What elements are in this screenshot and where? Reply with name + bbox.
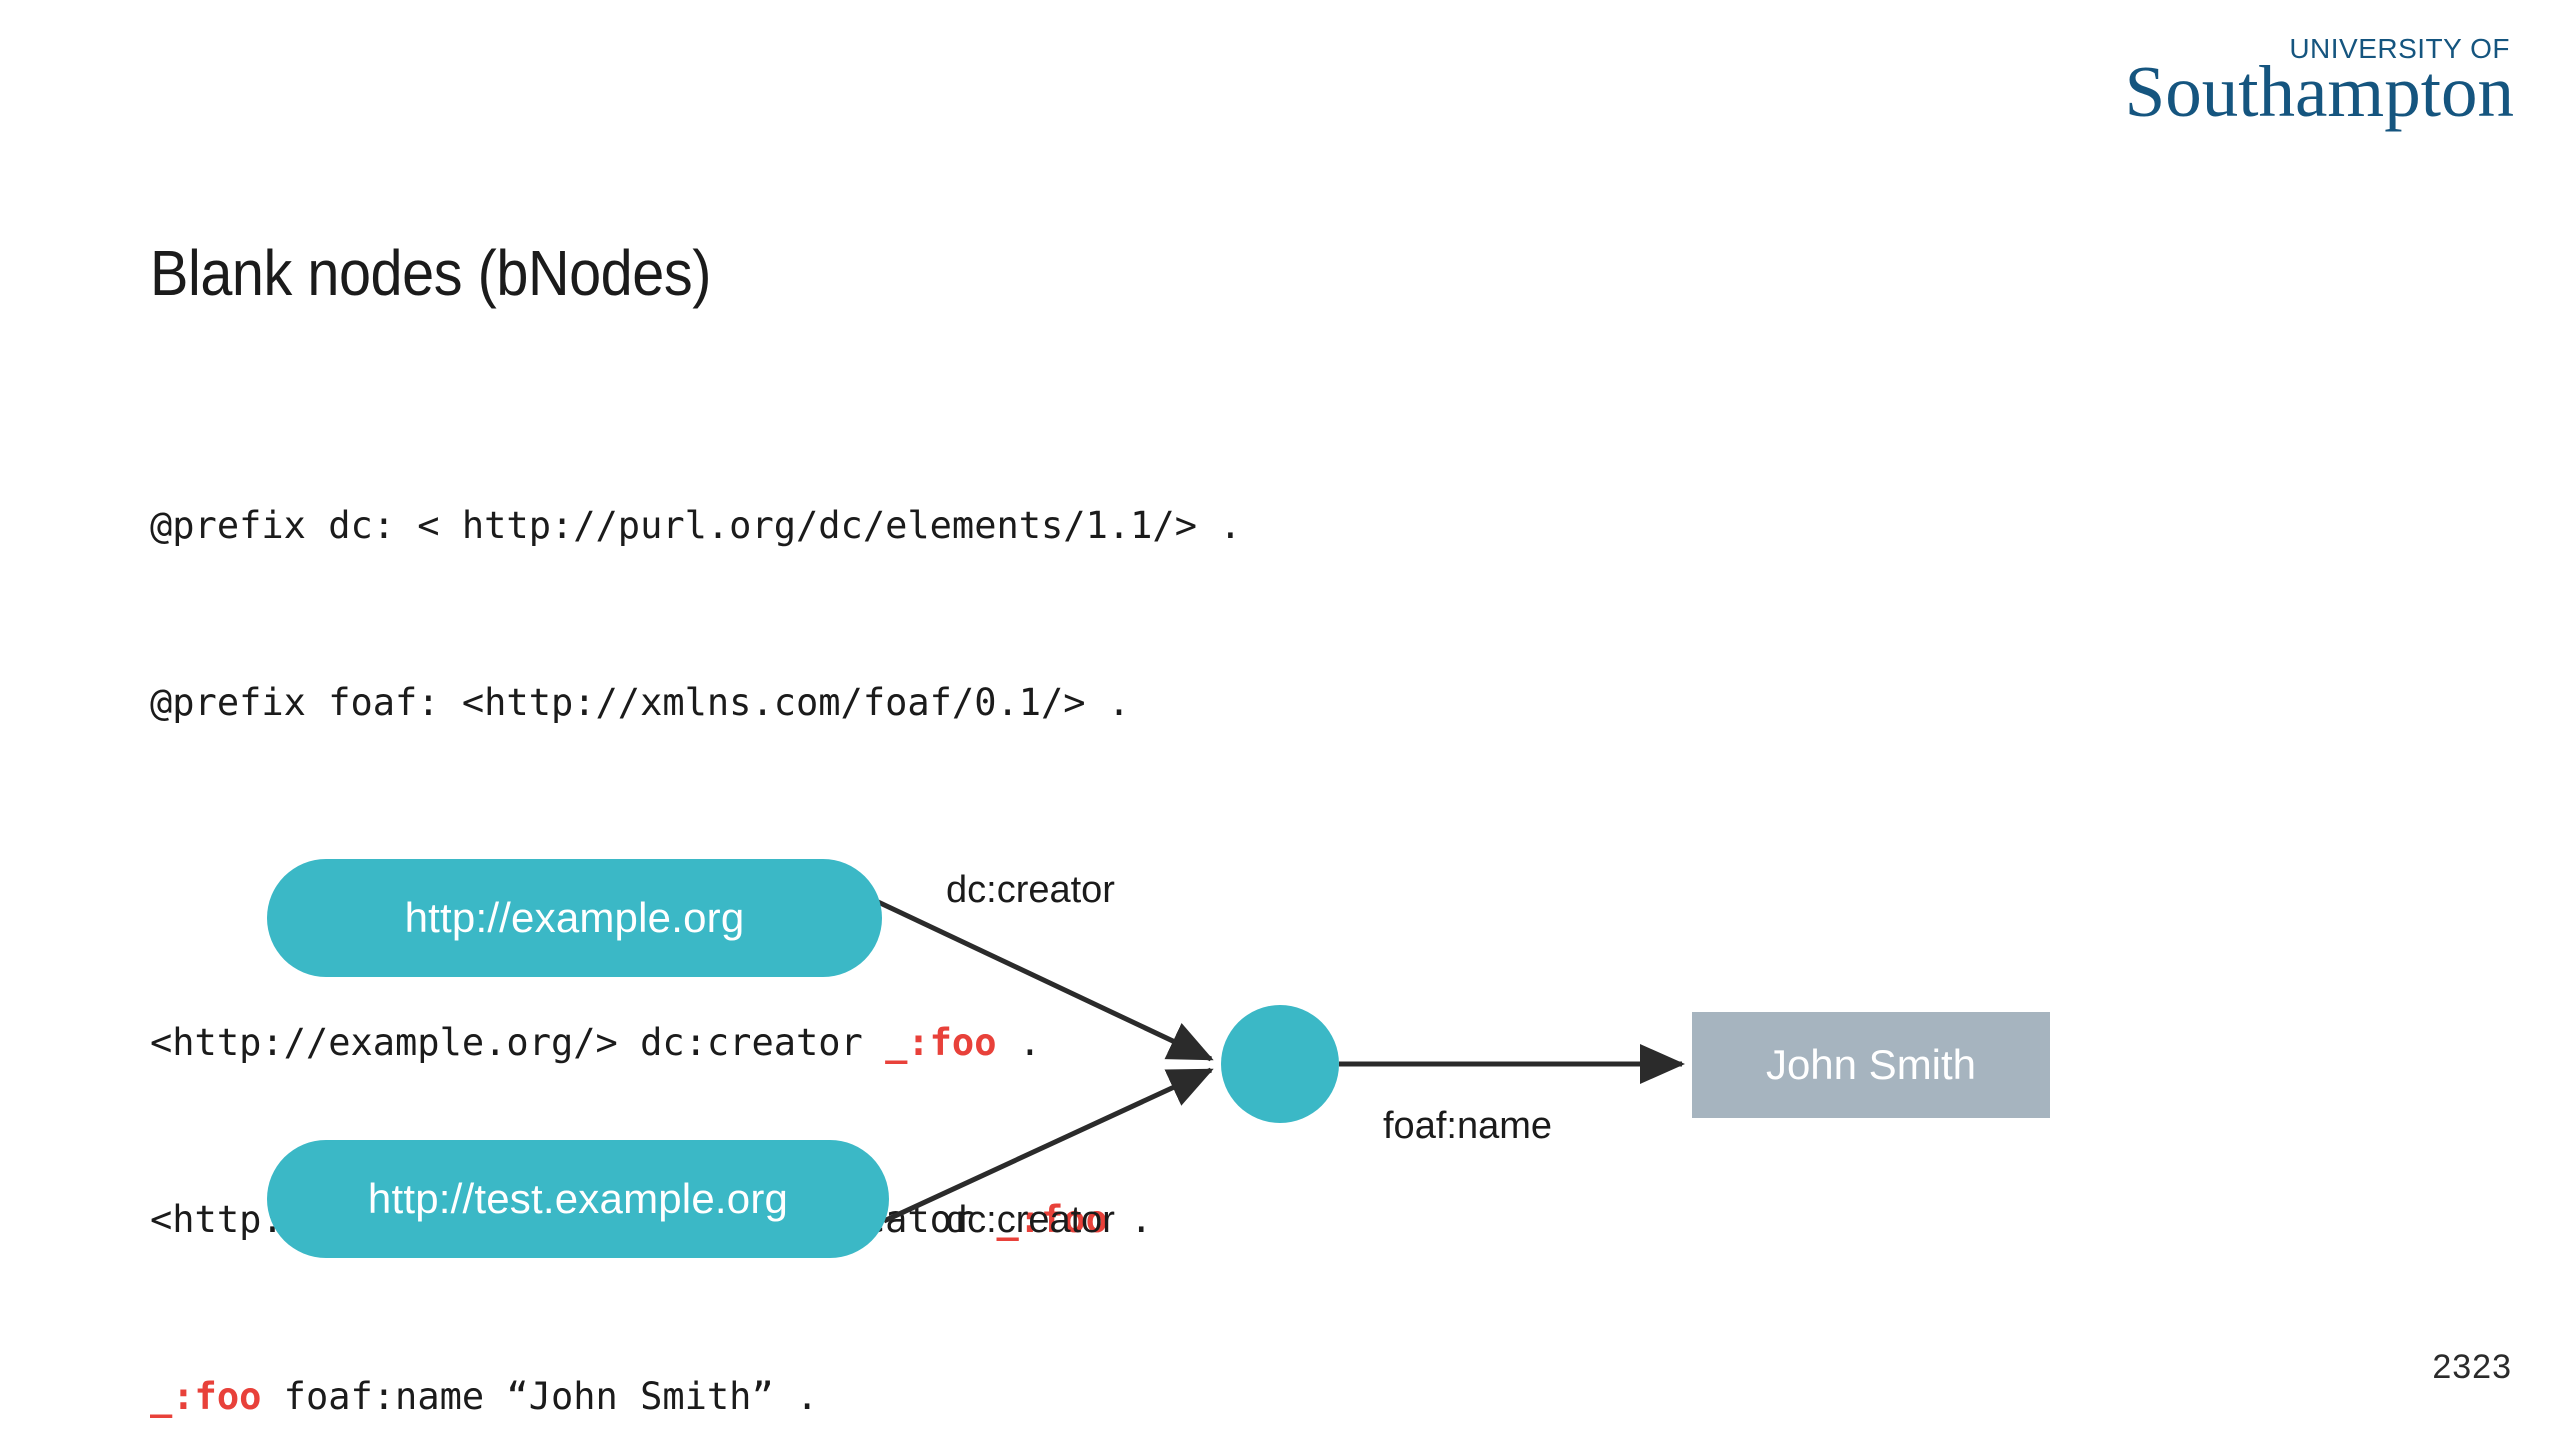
code-line: @prefix foaf: <http://xmlns.com/foaf/0.1… bbox=[150, 673, 1242, 732]
code-token-blank-node: _:foo bbox=[996, 1198, 1108, 1241]
code-line: <http://example.org/> dc:creator _:foo . bbox=[150, 1013, 1242, 1072]
logo-university-of-text: UNIVERSITY OF bbox=[2289, 33, 2510, 64]
code-token-text: @prefix dc: < http://purl.org/dc/element… bbox=[150, 504, 1242, 547]
code-line: <http://test.example.org/> dc:creator _:… bbox=[150, 1190, 1242, 1249]
code-line-spacer bbox=[150, 850, 1242, 895]
page-title: Blank nodes (bNodes) bbox=[150, 237, 711, 309]
code-token-text: @prefix foaf: <http://xmlns.com/foaf/0.1… bbox=[150, 681, 1131, 724]
logo-southampton-text: Southampton bbox=[2124, 51, 2514, 132]
code-token-blank-node: _:foo bbox=[885, 1021, 997, 1064]
code-token-text: foaf:name “John Smith” . bbox=[261, 1375, 819, 1418]
graph-node-label: John Smith bbox=[1765, 1041, 1977, 1088]
university-of-southampton-logo: UNIVERSITY OF Southampton bbox=[2088, 34, 2518, 134]
code-line: @prefix dc: < http://purl.org/dc/element… bbox=[150, 496, 1242, 555]
turtle-code-block: @prefix dc: < http://purl.org/dc/element… bbox=[150, 378, 1242, 1440]
code-token-text: . bbox=[996, 1021, 1042, 1064]
graph-node-literal-john-smith: John Smith bbox=[1692, 1012, 2050, 1118]
page-number: 2323 bbox=[2432, 1348, 2512, 1386]
code-line: _:foo foaf:name “John Smith” . bbox=[150, 1367, 1242, 1426]
code-token-text: <http://example.org/> dc:creator bbox=[150, 1021, 886, 1064]
code-token-text: <http://test.example.org/> dc:creator bbox=[150, 1198, 997, 1241]
edge-label-foaf-name: foaf:name bbox=[1383, 1105, 1552, 1147]
code-token-text: . bbox=[1107, 1198, 1153, 1241]
code-token-blank-node: _:foo bbox=[150, 1375, 262, 1418]
